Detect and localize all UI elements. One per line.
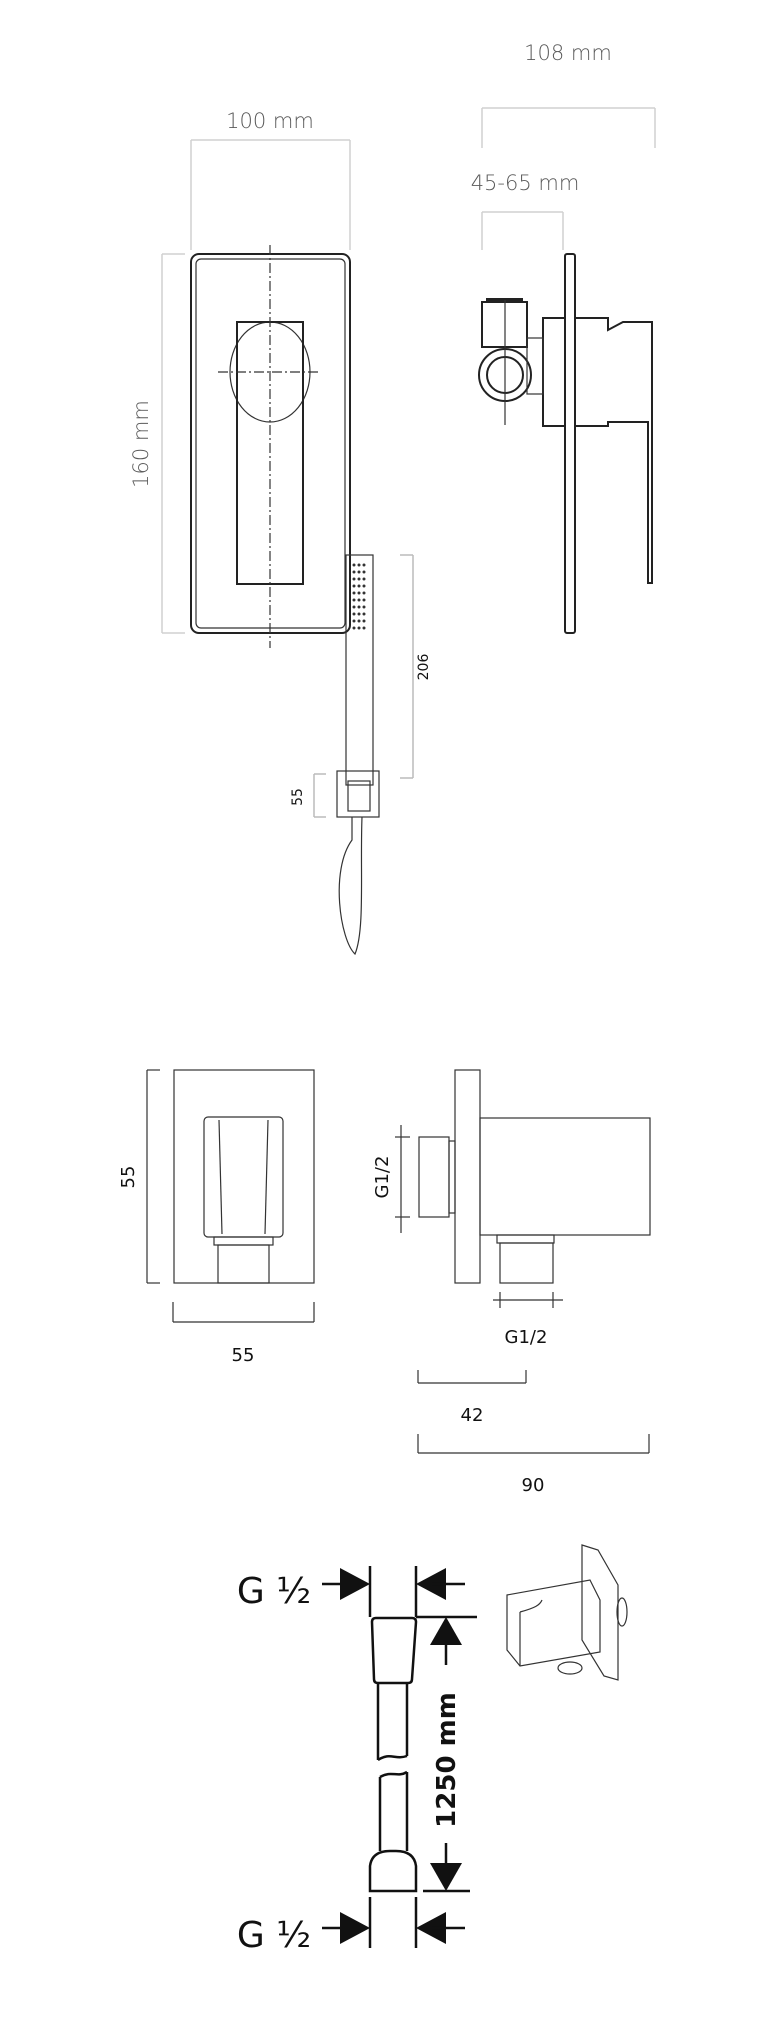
hand-shower-drawing: 206 55 [290,554,432,956]
hose-top-thread-label: G ½ [237,1571,311,1612]
hand-shower-length-label: 206 [416,654,432,681]
hose-length-label: 1250 mm [432,1692,462,1828]
wall-outlet-front-view: 55 55 [118,1069,315,1366]
mixer-front-view: 100 mm 160 mm [129,109,351,648]
wall-outlet-side-view: G1/2 G1/2 42 90 [372,1069,651,1496]
mixer-width-label: 100 mm [226,109,314,133]
outlet-height-label: 55 [118,1166,139,1189]
mixer-height-label: 160 mm [129,400,153,488]
outlet-thread-label: G1/2 [505,1327,548,1348]
wall-outlet-isometric-view [506,1544,628,1681]
holder-height-label: 55 [290,788,306,806]
outlet-depth-label: 90 [522,1475,545,1496]
mixer-wall-depth-label: 45-65 mm [471,171,580,195]
mixer-side-view: 108 mm 45-65 mm [471,41,656,634]
mixer-depth-label: 108 mm [524,41,612,65]
hose-bottom-thread-label: G ½ [237,1915,311,1956]
inlet-thread-label: G1/2 [372,1156,393,1199]
outlet-width-label: 55 [232,1345,255,1366]
outlet-offset-label: 42 [461,1405,484,1426]
hose-drawing: G ½ 1250 mm G ½ [237,1566,477,1956]
